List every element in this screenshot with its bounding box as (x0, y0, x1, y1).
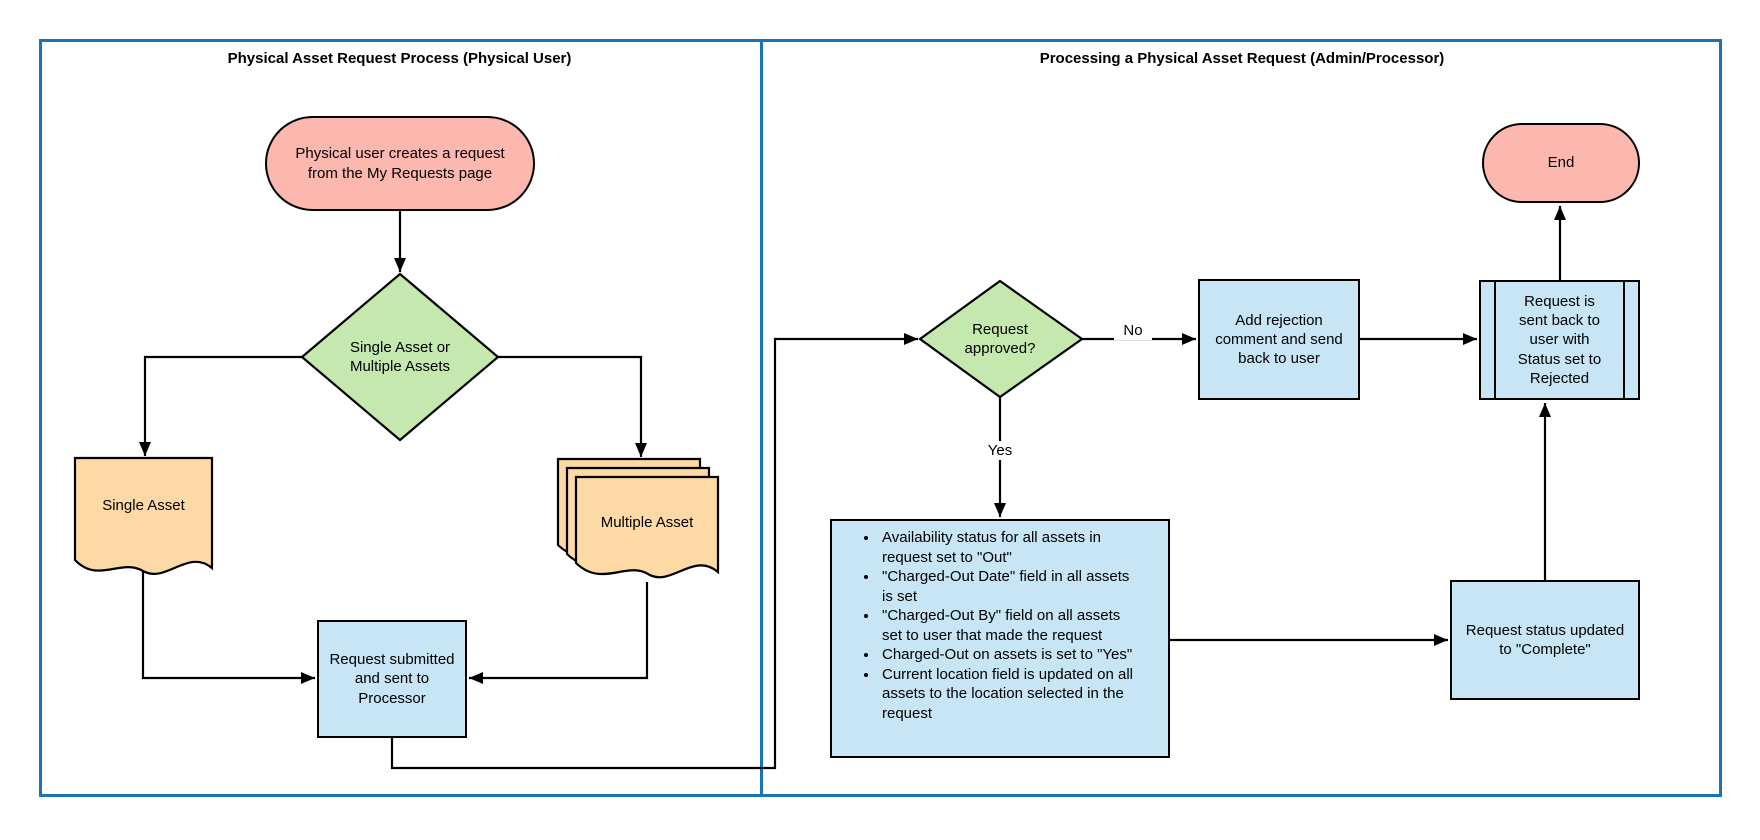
no-edge-label: No (1114, 321, 1152, 340)
single-or-multiple-decision-diamond (300, 272, 500, 442)
predefined-left-bar (1494, 282, 1496, 398)
diagram-outer-border (39, 39, 1722, 797)
sent-back-predefined-label: Request is sent back to user with Status… (1517, 293, 1602, 387)
yes-edge-label: Yes (981, 441, 1019, 460)
submit-process-box (317, 620, 467, 738)
sent-back-predefined-box (1479, 280, 1640, 400)
panel-divider (760, 39, 763, 797)
single-asset-document-shape (73, 456, 214, 575)
end-terminator (1482, 123, 1640, 203)
end-terminator-label: End (1547, 154, 1575, 172)
complete-process-label: Request status updated to "Complete" (1465, 621, 1625, 658)
multiple-asset-document-label: Multiple Asset (600, 514, 694, 532)
start-terminator (265, 116, 535, 211)
reject-process-box (1198, 279, 1360, 400)
multiple-asset-front-page (574, 475, 720, 579)
left-panel-title: Physical Asset Request Process (Physical… (227, 50, 572, 67)
right-panel-title: Processing a Physical Asset Request (Adm… (1039, 50, 1445, 67)
approved-actions-list: Availability status for all assets in re… (832, 521, 1168, 729)
request-approved-decision-label: Request approved? (964, 320, 1036, 357)
request-approved-decision-diamond (918, 279, 1084, 399)
action-item: "Charged-Out By" field on all assets set… (879, 606, 1138, 645)
decision-to-single-asset-arrow (139, 355, 302, 456)
action-item: Availability status for all assets in re… (879, 528, 1138, 567)
multiple-asset-to-submit-arrow (469, 582, 649, 684)
complete-process-box (1450, 580, 1640, 700)
approved-actions-box: Availability status for all assets in re… (830, 519, 1170, 758)
decision-to-multiple-asset-arrow (498, 355, 647, 457)
predefined-right-bar (1623, 282, 1625, 398)
start-terminator-label: Physical user creates a request from the… (295, 145, 505, 182)
single-asset-to-submit-arrow (141, 566, 315, 684)
action-item: "Charged-Out Date" field in all assets i… (879, 567, 1138, 606)
single-asset-document-label: Single Asset (102, 496, 185, 514)
submit-to-approved-decision-arrow (390, 333, 918, 770)
reject-process-label: Add rejection comment and send back to u… (1215, 311, 1343, 368)
action-item: Charged-Out on assets is set to "Yes" (879, 645, 1138, 665)
single-or-multiple-decision-label: Single Asset or Multiple Assets (349, 338, 451, 375)
submit-process-label: Request submitted and sent to Processor (329, 651, 455, 707)
action-item: Current location field is updated on all… (879, 665, 1138, 724)
multiple-asset-document-stack (556, 457, 720, 579)
